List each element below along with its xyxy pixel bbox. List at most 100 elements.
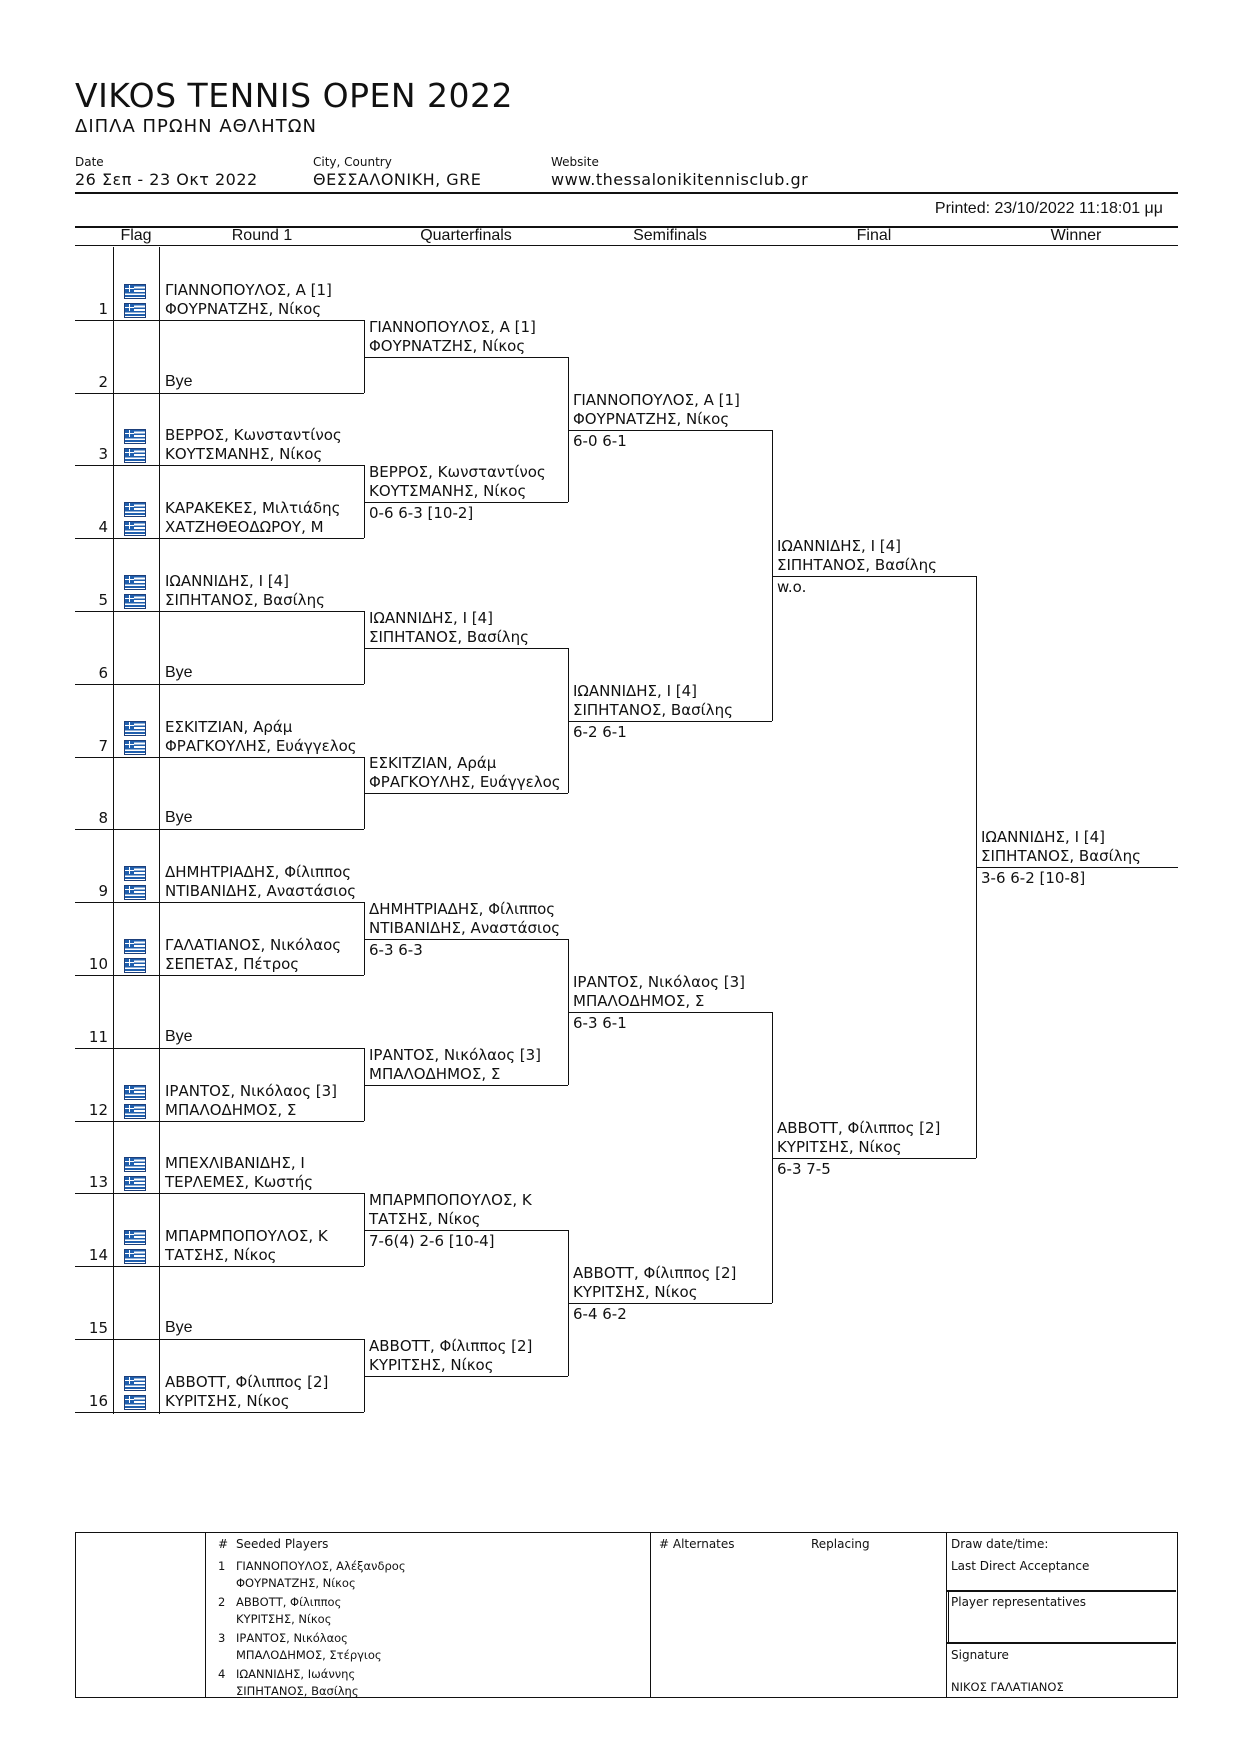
bracket-line (772, 430, 773, 721)
bye-label: Bye (165, 664, 193, 681)
greece-flag-icon (124, 1104, 146, 1119)
draw-position-number: 16 (88, 1392, 108, 1410)
quarterfinals-player-name: ΦΡΑΓΚΟΥΛΗΣ, Ευάγγελος (369, 773, 561, 791)
alternates-title: # Alternates (659, 1537, 735, 1551)
greece-flag-icon (124, 594, 146, 609)
quarterfinals-player-name: ΦΟΥΡΝΑΤΖΗΣ, Νίκος (369, 337, 526, 355)
seeded-players-title: Seeded Players (236, 1537, 329, 1551)
greece-flag-icon (124, 1230, 146, 1245)
draw-position-number: 6 (98, 664, 108, 682)
bye-label: Bye (165, 1319, 193, 1336)
signature-label: Signature (951, 1648, 1009, 1662)
quarterfinals-player-name: ΔΗΜΗΤΡΙΑΔΗΣ, Φίλιππος (369, 900, 556, 918)
seed-number: 1 (218, 1559, 226, 1573)
bracket-line (568, 357, 569, 502)
draw-position-number: 5 (98, 591, 108, 609)
column-header-semifinals: Semifinals (633, 227, 707, 244)
bracket-line (159, 247, 160, 1414)
greece-flag-icon (124, 303, 146, 318)
draw-position-number: 10 (88, 955, 108, 973)
column-header-quarterfinals: Quarterfinals (420, 227, 512, 244)
semifinals-player-name: ΙΩΑΝΝΙΔΗΣ, Ι [4] (573, 682, 698, 700)
quarterfinals-player-name: ΒΕΡΡΟΣ, Κωνσταντίνος (369, 463, 546, 481)
greece-flag-icon (124, 1157, 146, 1172)
draw-position-number: 12 (88, 1101, 108, 1119)
website-value: www.thessalonikitennisclub.gr (551, 170, 809, 189)
player-representatives-label: Player representatives (951, 1595, 1086, 1609)
bracket-line (75, 1266, 364, 1267)
bracket-line (364, 502, 568, 503)
final-player-name: ΚΥΡΙΤΣΗΣ, Νίκος (777, 1138, 902, 1156)
seed-player-name: ΙΡΑΝΤΟΣ, Νικόλαος (236, 1631, 348, 1645)
bracket-line (364, 902, 365, 975)
seeded-hash: # (218, 1537, 229, 1551)
semifinals-player-name: ΣΙΠΗΤΑΝΟΣ, Βασίλης (573, 701, 733, 719)
bracket-line (364, 1085, 568, 1086)
replacing-title: Replacing (811, 1537, 870, 1551)
bracket-line (75, 829, 364, 830)
final-player-name: ΣΙΠΗΤΑΝΟΣ, Βασίλης (777, 556, 937, 574)
player-name: ΙΩΑΝΝΙΔΗΣ, Ι [4] (165, 572, 290, 590)
quarterfinals-player-name: ΣΙΠΗΤΑΝΟΣ, Βασίλης (369, 628, 529, 646)
bracket-line (772, 1158, 976, 1159)
semifinals-player-name: ΑΒΒΟΤΤ, Φίλιππος [2] (573, 1264, 737, 1282)
player-name: ΒΕΡΡΟΣ, Κωνσταντίνος (165, 426, 342, 444)
tournament-title: VIKOS TENNIS OPEN 2022 (75, 76, 513, 115)
printed-timestamp: Printed: 23/10/2022 11:18:01 μμ (934, 200, 1163, 217)
bracket-line (75, 975, 364, 976)
player-name: ΙΡΑΝΤΟΣ, Νικόλαος [3] (165, 1082, 338, 1100)
bracket-line (75, 1412, 364, 1413)
signature-name: ΝΙΚΟΣ ΓΑΛΑΤΙΑΝΟΣ (951, 1680, 1064, 1694)
final-player-name: ΑΒΒΟΤΤ, Φίλιππος [2] (777, 1119, 941, 1137)
bye-label: Bye (165, 373, 193, 390)
seed-player-name: ΣΙΠΗΤΑΝΟΣ, Βασίλης (236, 1684, 359, 1698)
column-header-flag: Flag (120, 227, 152, 244)
quarterfinals-player-name: ΜΠΑΛΟΔΗΜΟΣ, Σ (369, 1065, 501, 1083)
semifinals-score: 6-4 6-2 (573, 1305, 627, 1323)
winner-score: 3-6 6-2 [10-8] (981, 869, 1086, 887)
semifinals-score: 6-0 6-1 (573, 432, 627, 450)
draw-position-number: 13 (88, 1173, 108, 1191)
player-name: ΤΑΤΣΗΣ, Νίκος (165, 1246, 277, 1264)
bracket-line (364, 465, 365, 538)
quarterfinals-player-name: ΝΤΙΒΑΝΙΔΗΣ, Αναστάσιος (369, 919, 561, 937)
bracket-line (75, 393, 364, 394)
greece-flag-icon (124, 429, 146, 444)
greece-flag-icon (124, 1085, 146, 1100)
player-name: ΧΑΤΖΗΘΕΟΔΩΡΟΥ, Μ (165, 518, 324, 536)
bracket-line (75, 1193, 364, 1194)
bracket-line (75, 902, 364, 903)
final-player-name: ΙΩΑΝΝΙΔΗΣ, Ι [4] (777, 537, 902, 555)
winner-player-name: ΙΩΑΝΝΙΔΗΣ, Ι [4] (981, 828, 1106, 846)
bracket-line (364, 1193, 365, 1266)
quarterfinals-player-name: ΜΠΑΡΜΠΟΠΟΥΛΟΣ, Κ (369, 1191, 532, 1209)
winner-player-name: ΣΙΠΗΤΑΝΟΣ, Βασίλης (981, 847, 1141, 865)
seed-player-name: ΜΠΑΛΟΔΗΜΟΣ, Στέργιος (236, 1648, 382, 1662)
bracket-line (364, 611, 365, 684)
bracket-line (75, 684, 364, 685)
bracket-line (976, 867, 1178, 868)
bracket-line (568, 1012, 772, 1013)
bracket-line (113, 247, 114, 1414)
player-name: ΓΙΑΝΝΟΠΟΥΛΟΣ, Α [1] (165, 281, 332, 299)
player-name: ΕΣΚΙΤΖΙΑΝ, Αράμ (165, 718, 293, 736)
semifinals-score: 6-3 6-1 (573, 1014, 627, 1032)
semifinals-player-name: ΚΥΡΙΤΣΗΣ, Νίκος (573, 1283, 698, 1301)
final-score: 6-3 7-5 (777, 1160, 831, 1178)
quarterfinals-player-name: ΓΙΑΝΝΟΠΟΥΛΟΣ, Α [1] (369, 318, 536, 336)
greece-flag-icon (124, 1249, 146, 1264)
greece-flag-icon (124, 1376, 146, 1391)
bracket-line (772, 1012, 773, 1303)
greece-flag-icon (124, 939, 146, 954)
quarterfinals-player-name: ΕΣΚΙΤΖΙΑΝ, Αράμ (369, 754, 497, 772)
quarterfinals-player-name: ΑΒΒΟΤΤ, Φίλιππος [2] (369, 1337, 533, 1355)
greece-flag-icon (124, 448, 146, 463)
quarterfinals-player-name: ΙΡΑΝΤΟΣ, Νικόλαος [3] (369, 1046, 542, 1064)
footer-divider (946, 1642, 1176, 1644)
player-name: ΦΟΥΡΝΑΤΖΗΣ, Νίκος (165, 300, 322, 318)
bracket-line (364, 793, 568, 794)
greece-flag-icon (124, 740, 146, 755)
player-name: ΜΠΕΧΛΙΒΑΝΙΔΗΣ, Ι (165, 1154, 305, 1172)
player-name: ΣΙΠΗΤΑΝΟΣ, Βασίλης (165, 591, 325, 609)
player-name: ΚΑΡΑΚΕΚΕΣ, Μιλτιάδης (165, 499, 341, 517)
